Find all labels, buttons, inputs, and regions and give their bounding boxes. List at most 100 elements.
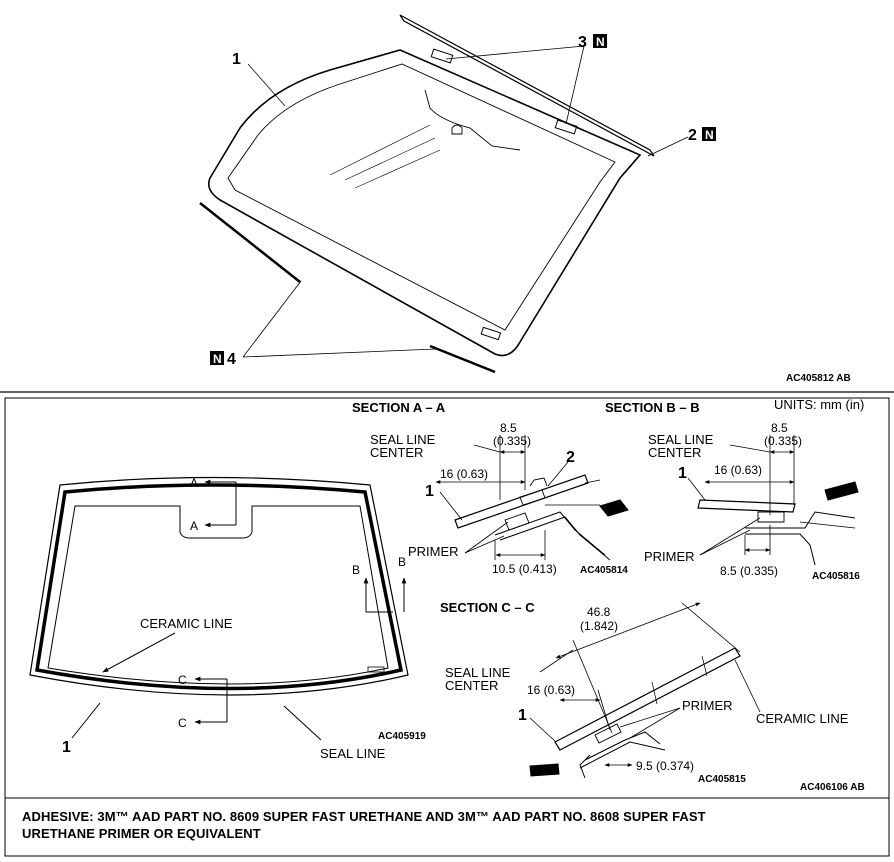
section-a-adhesive-gun bbox=[599, 499, 629, 517]
section-b-body-flange-1 bbox=[745, 511, 856, 529]
section-c-drawing bbox=[529, 647, 741, 779]
mirror-mount-icon bbox=[451, 124, 463, 135]
section-c-body-flange-1 bbox=[584, 731, 661, 761]
section-b-body-flange-2 bbox=[745, 533, 816, 566]
section-c-hatch-1 bbox=[651, 681, 658, 705]
section-c-glass bbox=[554, 647, 741, 751]
section-a-callout-1: 1 bbox=[425, 483, 434, 500]
leader-1 bbox=[247, 63, 286, 107]
adhesive-note-line-2: URETHANE PRIMER OR EQUIVALENT bbox=[22, 826, 261, 841]
spacer-3-right bbox=[554, 119, 578, 135]
section-b-dim-8-5-top: 8.5 bbox=[771, 421, 788, 435]
overview-arrow-b-right: B bbox=[398, 555, 406, 569]
section-a-title: SECTION A – A bbox=[352, 400, 446, 415]
side-molding-4-right bbox=[429, 344, 496, 374]
section-b-dim-8-5-top-in: (0.335) bbox=[764, 434, 802, 448]
section-c-ceramic-line: CERAMIC LINE bbox=[756, 711, 849, 726]
side-molding-4-left bbox=[199, 202, 301, 283]
section-a-callout-1-leader bbox=[439, 491, 463, 521]
section-a-body-flange-1 bbox=[494, 511, 606, 556]
section-b-primer-leader-2 bbox=[699, 529, 751, 556]
section-c-urethane-bead bbox=[594, 723, 622, 744]
section-a-dim-16: 16 (0.63) bbox=[440, 467, 488, 481]
section-b-primer: PRIMER bbox=[644, 549, 695, 564]
section-a-primer: PRIMER bbox=[408, 544, 459, 559]
section-a-dim-10-5: 10.5 (0.413) bbox=[492, 562, 557, 576]
adhesive-note-line-1: ADHESIVE: 3M™ AAD PART NO. 8609 SUPER FA… bbox=[22, 809, 706, 824]
leader-3a bbox=[445, 45, 585, 60]
section-b-title: SECTION B – B bbox=[605, 400, 700, 415]
section-a-dimensions bbox=[435, 435, 569, 560]
frame-lower-border bbox=[4, 397, 890, 857]
overview-label-patch bbox=[367, 666, 385, 673]
section-c-seal-center-leader bbox=[539, 649, 574, 673]
overview-glass-outline bbox=[29, 476, 409, 696]
top-figure-code: AC405812 AB bbox=[786, 373, 851, 384]
section-b-seal-line-label: SEAL LINE bbox=[648, 432, 714, 447]
section-c-dimensions bbox=[529, 602, 761, 767]
section-c-hatch-2 bbox=[701, 655, 708, 677]
glare-line-3 bbox=[354, 149, 441, 189]
overview-arrow-a-top: A bbox=[190, 476, 198, 490]
section-a-primer-leader-1 bbox=[464, 521, 509, 554]
leader-4a bbox=[242, 280, 302, 358]
new-part-mark-3 bbox=[593, 34, 607, 48]
section-a-body-flange-2 bbox=[499, 516, 611, 561]
leader-3b bbox=[565, 45, 585, 125]
section-b-glass bbox=[697, 499, 796, 513]
top-callout-1: 1 bbox=[232, 51, 241, 68]
top-callout-4: 4 bbox=[227, 351, 236, 368]
overview-seal-line-label: SEAL LINE bbox=[320, 746, 386, 761]
seal-line-leader bbox=[283, 705, 322, 741]
new-part-mark-3-text: N bbox=[596, 35, 605, 49]
adhesive-note: ADHESIVE: 3M™ AAD PART NO. 8609 SUPER FA… bbox=[22, 808, 882, 842]
section-a-primer-leader-2 bbox=[464, 535, 505, 554]
section-b-adhesive-gun bbox=[824, 481, 859, 501]
new-part-mark-4-text: N bbox=[213, 352, 222, 366]
overview-ceramic-line-label: CERAMIC LINE bbox=[140, 616, 233, 631]
section-b-dim-16: 16 (0.63) bbox=[714, 463, 762, 477]
new-part-mark-4 bbox=[210, 351, 224, 365]
section-a-dim-8-5-in: (0.335) bbox=[493, 434, 531, 448]
section-c-callout-1-leader bbox=[529, 717, 557, 743]
section-c-title: SECTION C – C bbox=[440, 600, 535, 615]
overview-callout-1-leader bbox=[71, 702, 101, 739]
page-figure-code: AC406106 AB bbox=[800, 782, 865, 793]
new-part-mark-2-text: N bbox=[705, 128, 714, 142]
overview-arrow-c-top: C bbox=[178, 673, 187, 687]
section-c-center-label: CENTER bbox=[445, 678, 498, 693]
section-b-center-label: CENTER bbox=[648, 445, 701, 460]
section-b-dimensions bbox=[687, 435, 795, 556]
section-c-callout-1: 1 bbox=[518, 707, 527, 724]
exploded-view-leaders bbox=[242, 45, 689, 358]
section-b-callout-1-leader bbox=[687, 477, 706, 501]
section-b-drawing bbox=[697, 481, 859, 566]
overview-arrow-b-left: B bbox=[352, 563, 360, 577]
vin-label bbox=[480, 326, 502, 341]
section-c-adhesive-gun bbox=[529, 763, 560, 777]
glare-line-2 bbox=[344, 137, 436, 181]
units-label: UNITS: mm (in) bbox=[774, 397, 864, 412]
section-a-figure-code: AC405814 bbox=[580, 565, 628, 576]
overview-windshield bbox=[29, 476, 409, 696]
mirror-cutout bbox=[424, 89, 521, 151]
section-c-figure-code: AC405815 bbox=[698, 774, 746, 785]
ceramic-line-leader bbox=[102, 632, 176, 673]
section-c-primer-leader-1 bbox=[619, 707, 681, 728]
section-b-trim bbox=[799, 521, 856, 529]
section-a-center-label: CENTER bbox=[370, 445, 423, 460]
section-a-callout-2-leader bbox=[547, 461, 569, 487]
section-a-molding-lip bbox=[529, 477, 548, 487]
leader-2 bbox=[647, 136, 689, 157]
section-c-dim-9-5: 9.5 (0.374) bbox=[636, 759, 694, 773]
section-c-dim-46-8-in: (1.842) bbox=[580, 619, 618, 633]
section-a-seal-line-label: SEAL LINE bbox=[370, 432, 436, 447]
windshield-ceramic-border bbox=[227, 63, 616, 331]
section-a-drawing bbox=[454, 474, 629, 561]
section-a-seal-center-leader bbox=[473, 444, 501, 453]
section-a-dim-8-5: 8.5 bbox=[500, 421, 517, 435]
exploded-view bbox=[199, 14, 655, 374]
section-c-dim-16: 16 (0.63) bbox=[527, 683, 575, 697]
section-a-roof-edge bbox=[584, 479, 601, 484]
